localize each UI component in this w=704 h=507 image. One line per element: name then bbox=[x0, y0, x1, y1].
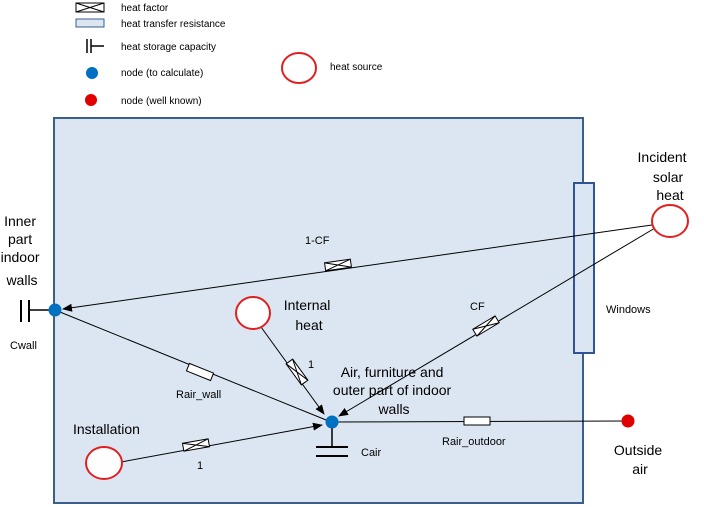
legend: heat factor heat transfer resistance hea… bbox=[75, 2, 383, 107]
outside-air-label: Outside air bbox=[614, 442, 666, 477]
edge-installation-to-air bbox=[120, 422, 323, 463]
resistance-air-outdoor-icon bbox=[463, 416, 491, 426]
air-node-label: Air, furniture and outer part of indoor … bbox=[333, 364, 455, 417]
legend-resistance-label: heat transfer resistance bbox=[121, 19, 226, 30]
legend-node-calc-label: node (to calculate) bbox=[121, 68, 203, 79]
installation-heat-source bbox=[85, 446, 123, 480]
legend-node-calc-icon bbox=[86, 67, 98, 79]
inner-walls-label: Inner part indoor walls bbox=[1, 213, 44, 288]
factor-cf-icon bbox=[472, 315, 500, 337]
solar-heat-source bbox=[651, 204, 689, 238]
node-air bbox=[325, 415, 339, 429]
one-minus-cf-label: 1-CF bbox=[305, 235, 330, 247]
legend-capacity-icon bbox=[86, 39, 104, 53]
factor-installation-icon bbox=[181, 438, 211, 452]
resistance-air-wall-icon bbox=[185, 362, 215, 382]
factor-1-cf-icon bbox=[324, 258, 352, 272]
cf-label: CF bbox=[470, 301, 485, 313]
factor-internal-icon bbox=[285, 358, 309, 386]
incident-solar-label: Incident solar heat bbox=[638, 149, 691, 203]
legend-heat-source-label: heat source bbox=[330, 62, 383, 73]
rair-outdoor-label: Rair_outdoor bbox=[442, 436, 506, 448]
cwall-label: Cwall bbox=[10, 340, 37, 352]
internal-heat-source bbox=[235, 296, 271, 330]
internal-heat-label: Internal heat bbox=[284, 297, 335, 333]
installation-label: Installation bbox=[73, 421, 140, 437]
legend-node-known-label: node (well known) bbox=[121, 96, 202, 107]
node-inner-walls bbox=[48, 303, 62, 317]
legend-heat-factor-label: heat factor bbox=[121, 3, 169, 14]
edge-solar-to-walls bbox=[62, 224, 653, 312]
rair-wall-label: Rair_wall bbox=[176, 389, 221, 401]
cair-label: Cair bbox=[361, 447, 382, 459]
windows-label: Windows bbox=[606, 304, 651, 316]
factor-internal-label: 1 bbox=[308, 359, 314, 371]
legend-heat-source-icon bbox=[281, 52, 317, 84]
legend-node-known-icon bbox=[85, 94, 97, 106]
legend-heat-factor-icon bbox=[75, 2, 105, 13]
room-box bbox=[53, 117, 584, 504]
node-outside-air bbox=[621, 414, 635, 428]
legend-resistance-icon bbox=[75, 18, 105, 28]
windows-rect bbox=[573, 182, 595, 354]
factor-installation-label: 1 bbox=[197, 460, 203, 472]
legend-capacity-label: heat storage capacity bbox=[121, 42, 216, 53]
